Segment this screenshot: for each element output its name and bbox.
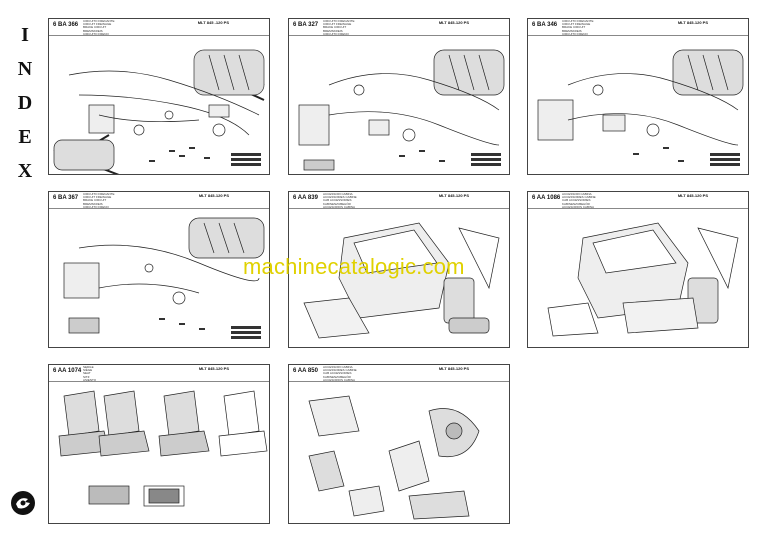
sheet-model-ref: MLT 845 -120 PS <box>197 20 229 25</box>
sheet-model-ref: MLT 845-120 PS <box>677 20 708 25</box>
sheet-code: 6 BA 367 <box>53 195 79 201</box>
sheet-code: 6 BA 327 <box>293 22 319 28</box>
brake-circuit-diagram <box>298 49 505 171</box>
sheet-header <box>528 19 748 36</box>
cab-accessories-diagram <box>547 222 739 337</box>
index-letter: I <box>21 24 29 46</box>
sheet-model-ref: MLT 845-120 PS <box>198 193 229 198</box>
seat-diagram <box>58 390 268 507</box>
sheet-model-ref: MLT 845-120 PS <box>438 193 469 198</box>
sheet-code: 6 AA 1074 <box>53 368 82 374</box>
brake-circuit-diagram <box>63 217 265 339</box>
index-letter: X <box>17 160 33 182</box>
sheet-header <box>528 192 748 209</box>
brake-circuit-diagram <box>537 49 744 166</box>
sheet-header <box>49 192 269 209</box>
sheet-header <box>289 365 509 382</box>
sheet-model-ref: MLT 845-120 PS <box>677 193 708 198</box>
sheet-header <box>289 19 509 36</box>
brake-circuit-diagram <box>53 49 265 174</box>
sheet-model-ref: MLT 845-120 PS <box>438 20 469 25</box>
sheet-header <box>289 192 509 209</box>
sheet-code: 6 AA 1086 <box>532 195 561 201</box>
index-vertical-title: I N D E X <box>14 18 36 188</box>
cab-accessories-diagram <box>303 222 500 339</box>
brand-logo-icon <box>11 491 35 515</box>
sheet-code: 6 AA 839 <box>293 195 318 201</box>
sheet-code: 6 BA 346 <box>532 22 558 28</box>
site-watermark: machinecatalogic.com <box>243 254 465 279</box>
index-letter: D <box>17 92 33 114</box>
cab-accessories-diagram <box>308 395 480 520</box>
index-letter: N <box>17 58 33 80</box>
sheet-header <box>49 365 269 382</box>
sheet-header <box>49 19 269 36</box>
index-letter: E <box>18 126 32 148</box>
sheet-code: 6 BA 366 <box>53 22 79 28</box>
sheet-model-ref: MLT 845-120 PS <box>198 366 229 371</box>
sheet-code: 6 AA 850 <box>293 368 318 374</box>
sheet-model-ref: MLT 845-120 PS <box>438 366 469 371</box>
